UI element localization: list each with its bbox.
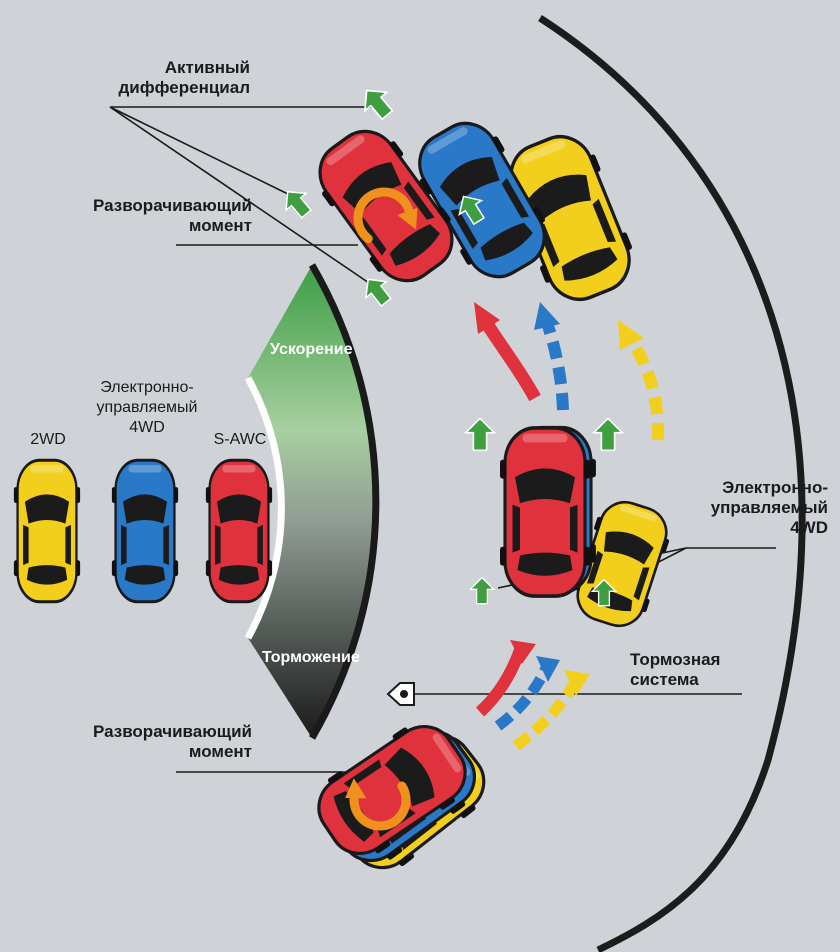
green-arrow-icon [592,417,624,452]
legend-label-sawc: S-AWC [213,431,267,448]
acceleration-label: Ускорение [270,341,353,358]
active-differential-label: Активный дифференциал [118,58,250,97]
road-edge-line [538,15,806,952]
legend-label-2wd: 2WD [30,431,66,448]
green-arrow-icon [464,417,496,452]
braking-label: Торможение [262,649,360,666]
yaw-moment-bottom-label: Разворачивающий момент [92,722,252,761]
green-arrow-icon [469,576,495,605]
acceleration-braking-band [248,265,376,738]
legend-label-4wd: Электронно- управляемый 4WD [96,379,198,436]
brake-system-label: Тормозная система [630,650,721,689]
green-arrow-icon [354,80,399,125]
legend-car-sawc [204,458,274,604]
trajectory-arrows [474,302,665,751]
brake-pointer-icon [386,682,415,706]
legend-car-4wd [110,458,180,604]
yaw-moment-top-label: Разворачивающий момент [92,196,252,235]
green-arrow-icon [277,182,318,224]
legend-car-2wd [12,458,82,604]
electronic-4wd-label: Электронно- управляемый 4WD [710,478,828,537]
car-red-middle [498,426,592,598]
